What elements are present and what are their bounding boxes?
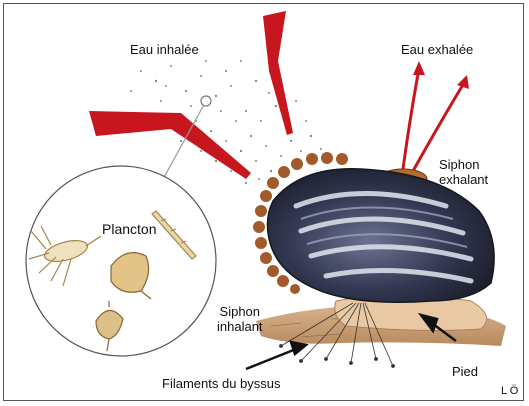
label-exhaled-water: Eau exhalée [401,42,473,57]
magnifier-point [201,96,211,106]
label-exhalant-siphon: Siphon exhalant [439,157,488,187]
label-inhalant-siphon-line1: Siphon [217,304,263,319]
mussel-illustration [4,4,525,402]
label-inhaled-water: Eau inhalée [130,42,199,57]
label-inhalant-siphon: Siphon inhalant [217,304,263,334]
signature: L Ö [501,384,518,399]
exhalant-flow-arrows [403,69,464,171]
mussel-shell [267,169,494,302]
inhalant-flow-arrow-top [263,11,293,135]
label-inhalant-siphon-line2: inhalant [217,319,263,334]
label-exhalant-siphon-line1: Siphon [439,157,488,172]
label-plankton: Plancton [102,222,156,237]
label-exhalant-siphon-line2: exhalant [439,172,488,187]
diagram-frame: Eau inhalée Eau exhalée Siphon exhalant … [3,3,524,401]
label-byssus-threads: Filaments du byssus [162,376,281,391]
label-foot: Pied [452,364,478,379]
